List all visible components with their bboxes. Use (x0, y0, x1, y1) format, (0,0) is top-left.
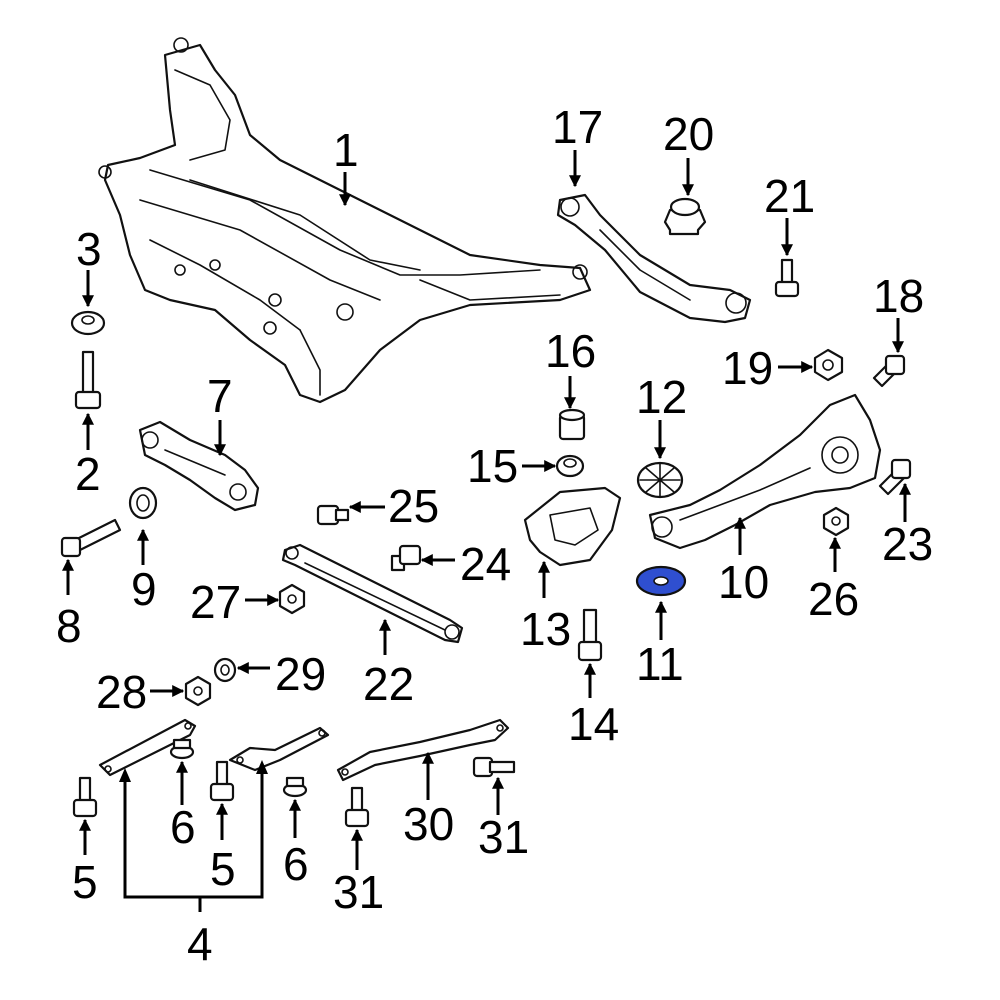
nut-part-19[interactable] (813, 348, 844, 382)
callout-labels: 1 2 3 4 5 5 6 6 7 8 9 10 11 12 13 14 15 … (56, 101, 933, 970)
bump-stop-part-20[interactable] (663, 197, 707, 236)
leader-arrows (62, 150, 911, 912)
callout-11: 11 (636, 638, 684, 690)
callout-1: 1 (333, 124, 359, 176)
callout-23: 23 (882, 518, 933, 570)
bolt-part-5-right[interactable] (209, 760, 235, 802)
subframe-part-1[interactable] (98, 37, 592, 404)
brace-part-30[interactable] (336, 718, 510, 782)
bolt-part-18[interactable] (872, 354, 906, 388)
callout-16: 16 (545, 325, 596, 377)
callout-21: 21 (764, 170, 815, 222)
bracket-part-13[interactable] (523, 486, 622, 567)
bolt-part-8[interactable] (60, 518, 122, 558)
highlighted-washer-part-11[interactable] (635, 565, 687, 597)
callout-9: 9 (131, 563, 157, 615)
bolt-part-31-upper[interactable] (472, 756, 516, 778)
callout-28: 28 (96, 666, 147, 718)
control-arm-part-7[interactable] (138, 420, 260, 512)
washer-part-29[interactable] (213, 657, 237, 683)
callout-26: 26 (808, 573, 859, 625)
callout-2: 2 (75, 448, 101, 500)
callout-10: 10 (718, 556, 769, 608)
washer-part-3[interactable] (70, 310, 106, 336)
callout-12: 12 (636, 371, 687, 423)
brace-bracket-left-part-4[interactable] (98, 718, 197, 777)
callout-29: 29 (275, 648, 326, 700)
callout-5-left: 5 (72, 856, 98, 908)
bolt-part-24[interactable] (390, 544, 422, 572)
callout-25: 25 (388, 480, 439, 532)
callout-4: 4 (187, 918, 213, 970)
callout-3: 3 (76, 223, 102, 275)
bushing-part-9[interactable] (128, 486, 158, 520)
callout-15: 15 (467, 440, 518, 492)
washer-part-15[interactable] (555, 454, 585, 478)
callout-31-lower: 31 (333, 866, 384, 918)
callout-8: 8 (56, 600, 82, 652)
bolt-part-2[interactable] (74, 350, 102, 410)
bolt-part-23[interactable] (878, 458, 912, 496)
callout-19: 19 (722, 342, 773, 394)
callout-31-upper: 31 (478, 811, 529, 863)
callout-5-right: 5 (210, 843, 236, 895)
callout-30: 30 (403, 798, 454, 850)
brace-bracket-right-part-4[interactable] (228, 726, 330, 772)
callout-14: 14 (568, 698, 619, 750)
lower-link-part-22[interactable] (281, 543, 464, 644)
callout-7: 7 (207, 370, 233, 422)
callout-6-right: 6 (283, 838, 309, 890)
callout-22: 22 (363, 658, 414, 710)
flange-nut-part-6-right[interactable] (282, 776, 308, 798)
spring-seat-part-12[interactable] (636, 461, 684, 499)
callout-18: 18 (873, 270, 924, 322)
bolt-part-5-left[interactable] (72, 776, 98, 818)
flange-nut-part-6-left[interactable] (169, 738, 195, 760)
nut-part-26[interactable] (822, 506, 850, 537)
upper-control-arm-part-17[interactable] (556, 193, 752, 324)
callout-20: 20 (663, 108, 714, 160)
callout-17: 17 (552, 101, 603, 153)
bolt-part-31-lower[interactable] (344, 786, 370, 828)
callout-6-left: 6 (170, 801, 196, 853)
nut-part-27[interactable] (278, 583, 306, 615)
bolt-part-14[interactable] (577, 608, 603, 662)
callout-27: 27 (190, 576, 241, 628)
callout-24: 24 (460, 538, 511, 590)
bolt-part-25[interactable] (316, 504, 350, 526)
callout-13: 13 (520, 603, 571, 655)
bolt-part-21[interactable] (774, 258, 800, 298)
knuckle-lower-arm-part-10[interactable] (648, 393, 882, 550)
bushing-part-16[interactable] (558, 408, 586, 441)
nut-part-28[interactable] (184, 675, 212, 707)
